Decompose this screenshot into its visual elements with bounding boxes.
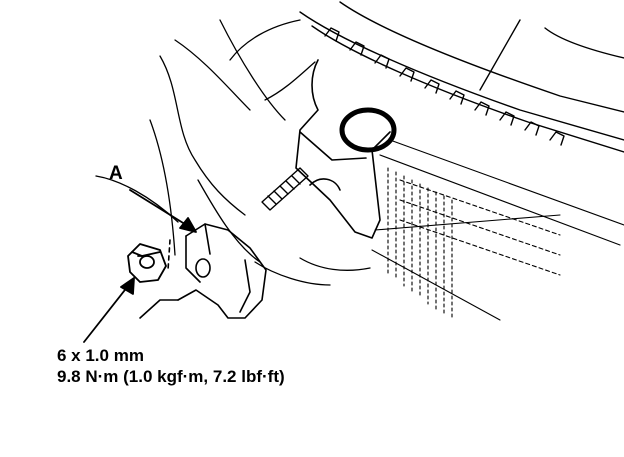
mount-bracket-icon [139,223,267,319]
part-label-a: A [109,163,123,184]
radiator-core-fins [371,139,624,321]
mount-loop [339,107,397,153]
radiator-upper-tank [299,1,624,153]
fastener-size-label: 6 x 1.0 mm [57,346,144,365]
threaded-stud-icon [261,167,309,211]
tank-ribs [324,27,565,146]
radiator-mount-post [295,59,397,239]
flange-nut-icon [127,243,167,283]
torque-spec-label: 9.8 N·m (1.0 kgf·m, 7.2 lbf·ft) [57,367,285,386]
engine-bay-contours [95,19,371,286]
leader-arrow-nut [83,277,135,343]
leader-arrow-a [129,189,197,233]
